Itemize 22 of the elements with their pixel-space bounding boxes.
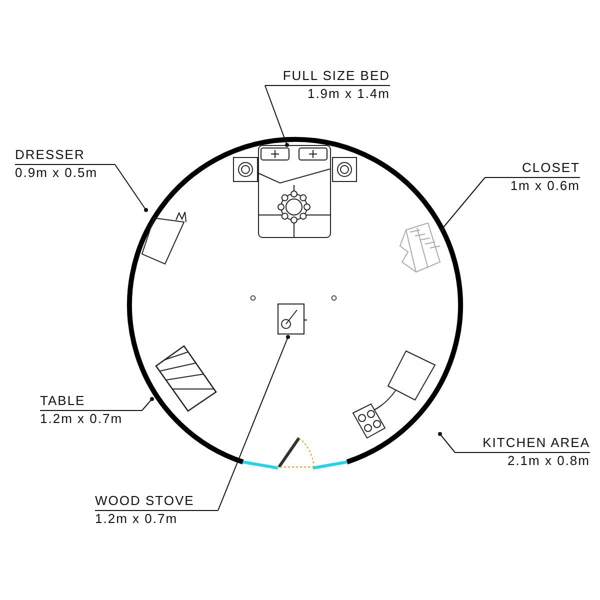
- leader-line: [440, 177, 486, 231]
- dimension-label: 0.9m x 0.5m: [15, 165, 99, 181]
- leader-line: [264, 85, 289, 147]
- dimension-label: 1m x 0.6m: [509, 178, 580, 194]
- leader-line: [142, 397, 154, 411]
- leader-line: [218, 335, 290, 511]
- dimension-label: 1.2m x 0.7m: [40, 411, 124, 427]
- item-label: WOOD STOVE: [95, 493, 218, 511]
- item-label: CLOSET: [485, 160, 580, 178]
- dimension-label: 2.1m x 0.8m: [506, 453, 590, 469]
- dimension-label: 1.2m x 0.7m: [95, 511, 179, 527]
- leader-line: [438, 432, 456, 453]
- bed-drawing: [233, 145, 357, 238]
- table-drawing: [152, 343, 220, 413]
- closet-drawing: [398, 222, 442, 274]
- item-label: FULL SIZE BED: [265, 68, 390, 86]
- item-label: KITCHEN AREA: [455, 435, 590, 453]
- wood-stove-drawing: [276, 302, 310, 337]
- item-label: DRESSER: [15, 147, 115, 165]
- dimension-label: 1.9m x 1.4m: [306, 86, 390, 102]
- leader-line: [114, 164, 148, 212]
- item-label: TABLE: [40, 393, 142, 411]
